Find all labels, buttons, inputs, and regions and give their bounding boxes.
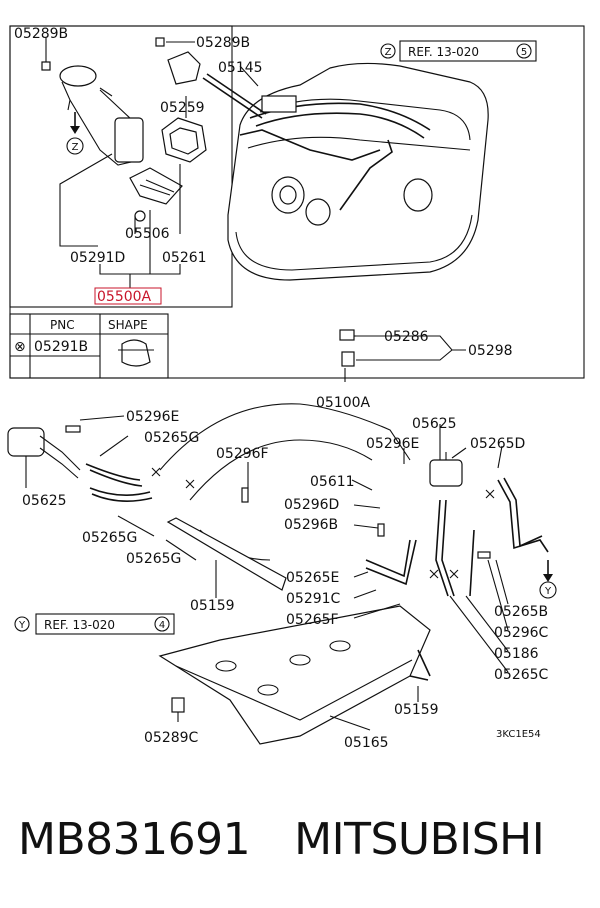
y-marker-label: Y: [544, 586, 552, 597]
callout-05261: 05261: [162, 250, 207, 266]
z-marker-label: Z: [72, 142, 79, 153]
fuel-pump-module: [59, 65, 144, 166]
z-marker-icon: [66, 137, 84, 155]
callout-05291d: 05291D: [70, 250, 125, 266]
y-ref-marker-icon: [14, 616, 30, 632]
callout-05265e: 05265E: [286, 570, 339, 586]
z-ref-marker-icon: [380, 43, 396, 59]
y-ref-marker-label: Y: [18, 620, 26, 631]
callout-05145: 05145: [218, 60, 263, 76]
callout-05265g-a: 05265G: [144, 430, 199, 446]
callout-05296d: 05296D: [284, 497, 339, 513]
callout-05500a: 05500A: [97, 289, 152, 305]
ref-bottom-label: REF. 13-020: [44, 618, 115, 632]
ref-box-top: [399, 40, 537, 62]
leaders-upper: [45, 38, 466, 382]
callout-05259: 05259: [160, 100, 205, 116]
hose-05265g-a: [85, 463, 143, 487]
legend-table: [9, 313, 169, 379]
legend-row-pnc: 05291B: [34, 339, 88, 355]
strap-left: [166, 517, 287, 591]
legend-row-symbol: ⊗: [14, 339, 26, 355]
bolt-05296e: [65, 425, 81, 433]
callout-05296e-b: 05296E: [366, 436, 419, 452]
bolt-05289c: [171, 697, 185, 713]
callout-05289c: 05289C: [144, 730, 199, 746]
drawing-code: 3KC1E54: [496, 729, 541, 740]
callout-05265d: 05265D: [470, 436, 525, 452]
footer-caption: MB831691 MITSUBISHI: [18, 808, 598, 872]
callout-05625-a: 05625: [22, 493, 67, 509]
ref-box-bottom: [35, 613, 175, 635]
y-arrow: [543, 560, 553, 582]
leaders-lower: [25, 415, 509, 731]
y-marker-icon: [539, 581, 557, 599]
legend-col-pnc: PNC: [50, 318, 75, 332]
callout-05611: 05611: [310, 474, 355, 490]
callout-05296c: 05296C: [494, 625, 549, 641]
callout-05265g-b: 05265G: [82, 530, 137, 546]
ref-top-label: REF. 13-020: [408, 45, 479, 59]
small-seal: [134, 210, 146, 222]
fuel-pump-subframe: [9, 25, 233, 308]
z-arrow: [70, 112, 80, 134]
bolt-05296f: [241, 487, 249, 503]
legend-col-shape: SHAPE: [108, 318, 148, 332]
sender-strap: [202, 73, 267, 119]
callout-05625-b: 05625: [412, 416, 457, 432]
callout-05296b: 05296B: [284, 517, 338, 533]
callout-05506: 05506: [125, 226, 170, 242]
callout-05500a-box: [94, 287, 162, 305]
hose-05265e: [365, 539, 417, 586]
pump-filter: [129, 167, 183, 205]
grommet-05298: [341, 351, 355, 367]
callout-05265f: 05265F: [286, 612, 339, 628]
ref-bottom-number-icon: [154, 616, 170, 632]
footer-part-number: MB831691: [18, 814, 251, 865]
callout-05296f: 05296F: [216, 446, 269, 462]
callout-05159-b: 05159: [394, 702, 439, 718]
callout-05100a: 05100A: [316, 395, 371, 411]
hose-05265c: [435, 499, 475, 597]
callout-05186: 05186: [494, 646, 539, 662]
ref-top-number: 5: [521, 47, 527, 58]
z-ref-marker-label: Z: [385, 47, 392, 58]
callout-05165: 05165: [344, 735, 389, 751]
callout-05286: 05286: [384, 329, 429, 345]
bolt-05296c: [477, 551, 491, 559]
hose-05265g-b: [89, 487, 153, 502]
sender-cap: [167, 51, 201, 85]
ref-bottom-number: 4: [159, 620, 165, 631]
callout-05265c: 05265C: [494, 667, 549, 683]
fuel-tank: [227, 62, 489, 281]
callout-05265g-c: 05265G: [126, 551, 181, 567]
footer-brand: MITSUBISHI: [294, 814, 545, 865]
nut-05289b-a: [41, 61, 51, 71]
hose-05265b: [497, 477, 549, 553]
callout-05159-a: 05159: [190, 598, 235, 614]
canister: [7, 427, 81, 479]
strap-right: [409, 649, 431, 681]
callout-05289b-b: 05289B: [196, 35, 250, 51]
callout-05265b: 05265B: [494, 604, 548, 620]
callout-05291c: 05291C: [286, 591, 341, 607]
bolt-05286: [339, 329, 355, 341]
valve-05625: [429, 447, 467, 487]
ref-top-number-icon: [516, 43, 532, 59]
clip-markers: [151, 467, 495, 579]
bolt-05296b: [377, 523, 385, 537]
callout-05298: 05298: [468, 343, 513, 359]
nut-05289b-b: [155, 37, 165, 47]
callout-05296e-a: 05296E: [126, 409, 179, 425]
sender-gasket: [161, 117, 207, 163]
callout-05289b-a: 05289B: [14, 26, 68, 42]
